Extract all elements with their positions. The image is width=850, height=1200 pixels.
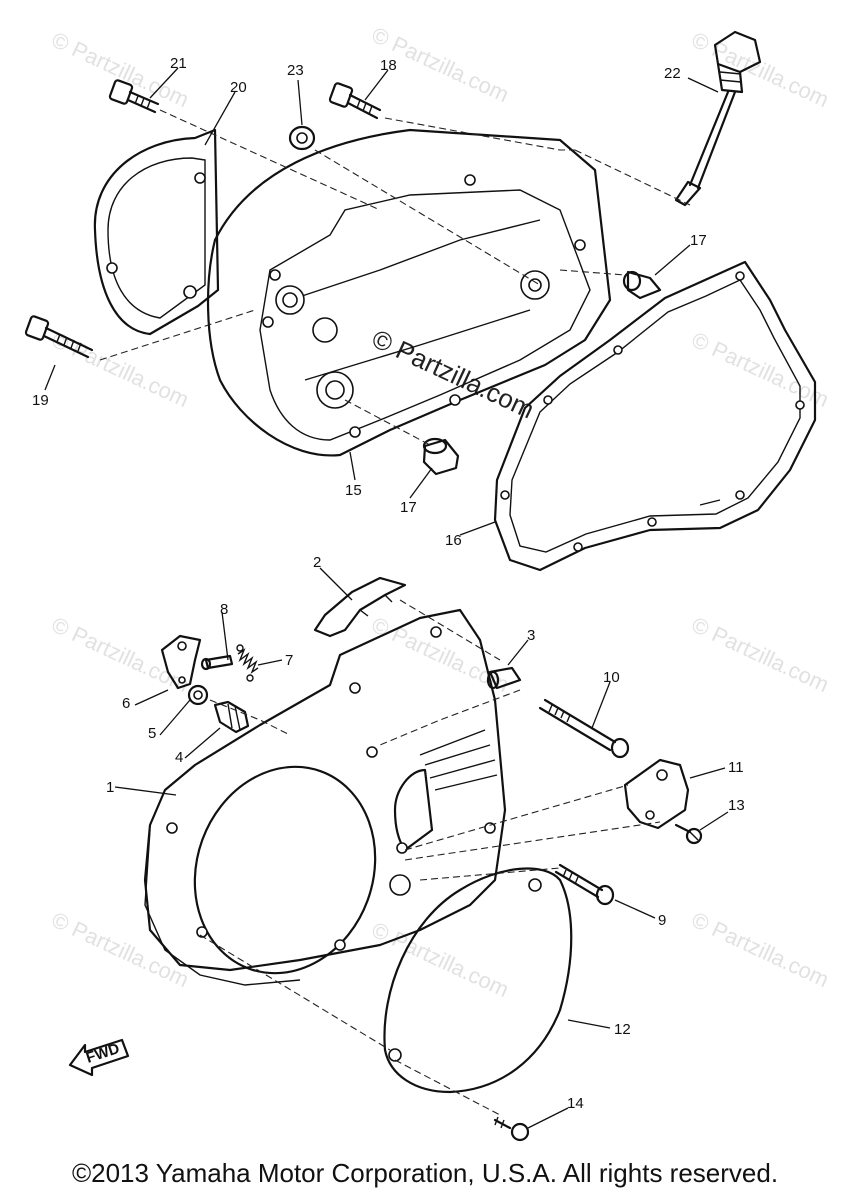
part-2-bracket <box>313 576 407 638</box>
part-23-oil-seal <box>288 125 316 151</box>
callout-13: 13 <box>728 797 745 814</box>
part-12-clutch-cover <box>383 867 573 1094</box>
part-18-bolt <box>328 82 382 120</box>
watermark: © Partzilla.com <box>688 612 833 697</box>
part-14-screw <box>493 1116 530 1142</box>
callout-17-upper: 17 <box>690 232 707 249</box>
callout-8: 8 <box>220 601 228 618</box>
callout-17-lower: 17 <box>400 499 417 516</box>
callout-18: 18 <box>380 57 397 74</box>
part-4-gear <box>213 700 250 734</box>
callout-23: 23 <box>287 62 304 79</box>
part-1-crankcase-cover <box>143 608 507 986</box>
callout-2: 2 <box>313 554 321 571</box>
part-13-screw <box>674 823 703 845</box>
callout-10: 10 <box>603 669 620 686</box>
watermark: © Partzilla.com <box>688 907 833 992</box>
parts-diagram: © Partzilla.com © Partzilla.com © Partzi… <box>24 22 833 1142</box>
part-20-outer-cover <box>93 128 220 336</box>
part-17-dowel-pin-lower <box>422 437 460 476</box>
callout-15: 15 <box>345 482 362 499</box>
part-17-dowel-pin-upper <box>622 270 662 300</box>
callout-5: 5 <box>148 725 156 742</box>
callout-4: 4 <box>175 749 183 766</box>
callouts: 21 20 23 18 22 17 19 15 17 16 2 3 8 7 6 … <box>32 55 745 1112</box>
callout-11: 11 <box>728 759 744 776</box>
lower-alignment-lines <box>199 599 661 1116</box>
part-7-spring <box>236 644 259 682</box>
fwd-label: FWD <box>84 1040 122 1067</box>
part-11-cap <box>623 758 690 830</box>
part-21-bolt <box>108 79 160 114</box>
upper-alignment-lines <box>99 109 691 446</box>
watermark: © Partzilla.com <box>688 27 833 112</box>
callout-21: 21 <box>170 55 187 72</box>
callout-22: 22 <box>664 65 681 82</box>
callout-19: 19 <box>32 392 49 409</box>
callout-3: 3 <box>527 627 535 644</box>
part-22-oil-gauge <box>674 30 762 207</box>
watermark: © Partzilla.com <box>688 327 833 412</box>
callout-6: 6 <box>122 695 130 712</box>
leader-lines <box>44 67 729 1129</box>
callout-9: 9 <box>658 912 666 929</box>
part-10-bolt <box>538 698 630 759</box>
callout-16: 16 <box>445 532 462 549</box>
callout-20: 20 <box>230 79 247 96</box>
part-6-lever <box>160 634 202 690</box>
fwd-arrow: FWD <box>68 1038 130 1077</box>
callout-7: 7 <box>285 652 293 669</box>
watermark: © Partzilla.com <box>48 907 193 992</box>
part-19-bolt <box>24 315 94 359</box>
callout-1: 1 <box>106 779 114 796</box>
watermark-center: © Partzilla.com <box>367 323 538 424</box>
part-5-washer <box>187 684 209 706</box>
callout-12: 12 <box>614 1021 631 1038</box>
callout-14: 14 <box>567 1095 584 1112</box>
part-9-bolt <box>554 863 615 906</box>
part-16-gasket <box>493 260 817 572</box>
part-15-crankcase-cover <box>206 128 612 457</box>
copyright-notice: ©2013 Yamaha Motor Corporation, U.S.A. A… <box>71 1158 779 1188</box>
part-8-pin <box>200 654 234 671</box>
watermark: © Partzilla.com <box>48 612 193 697</box>
part-3-pin <box>486 666 522 690</box>
